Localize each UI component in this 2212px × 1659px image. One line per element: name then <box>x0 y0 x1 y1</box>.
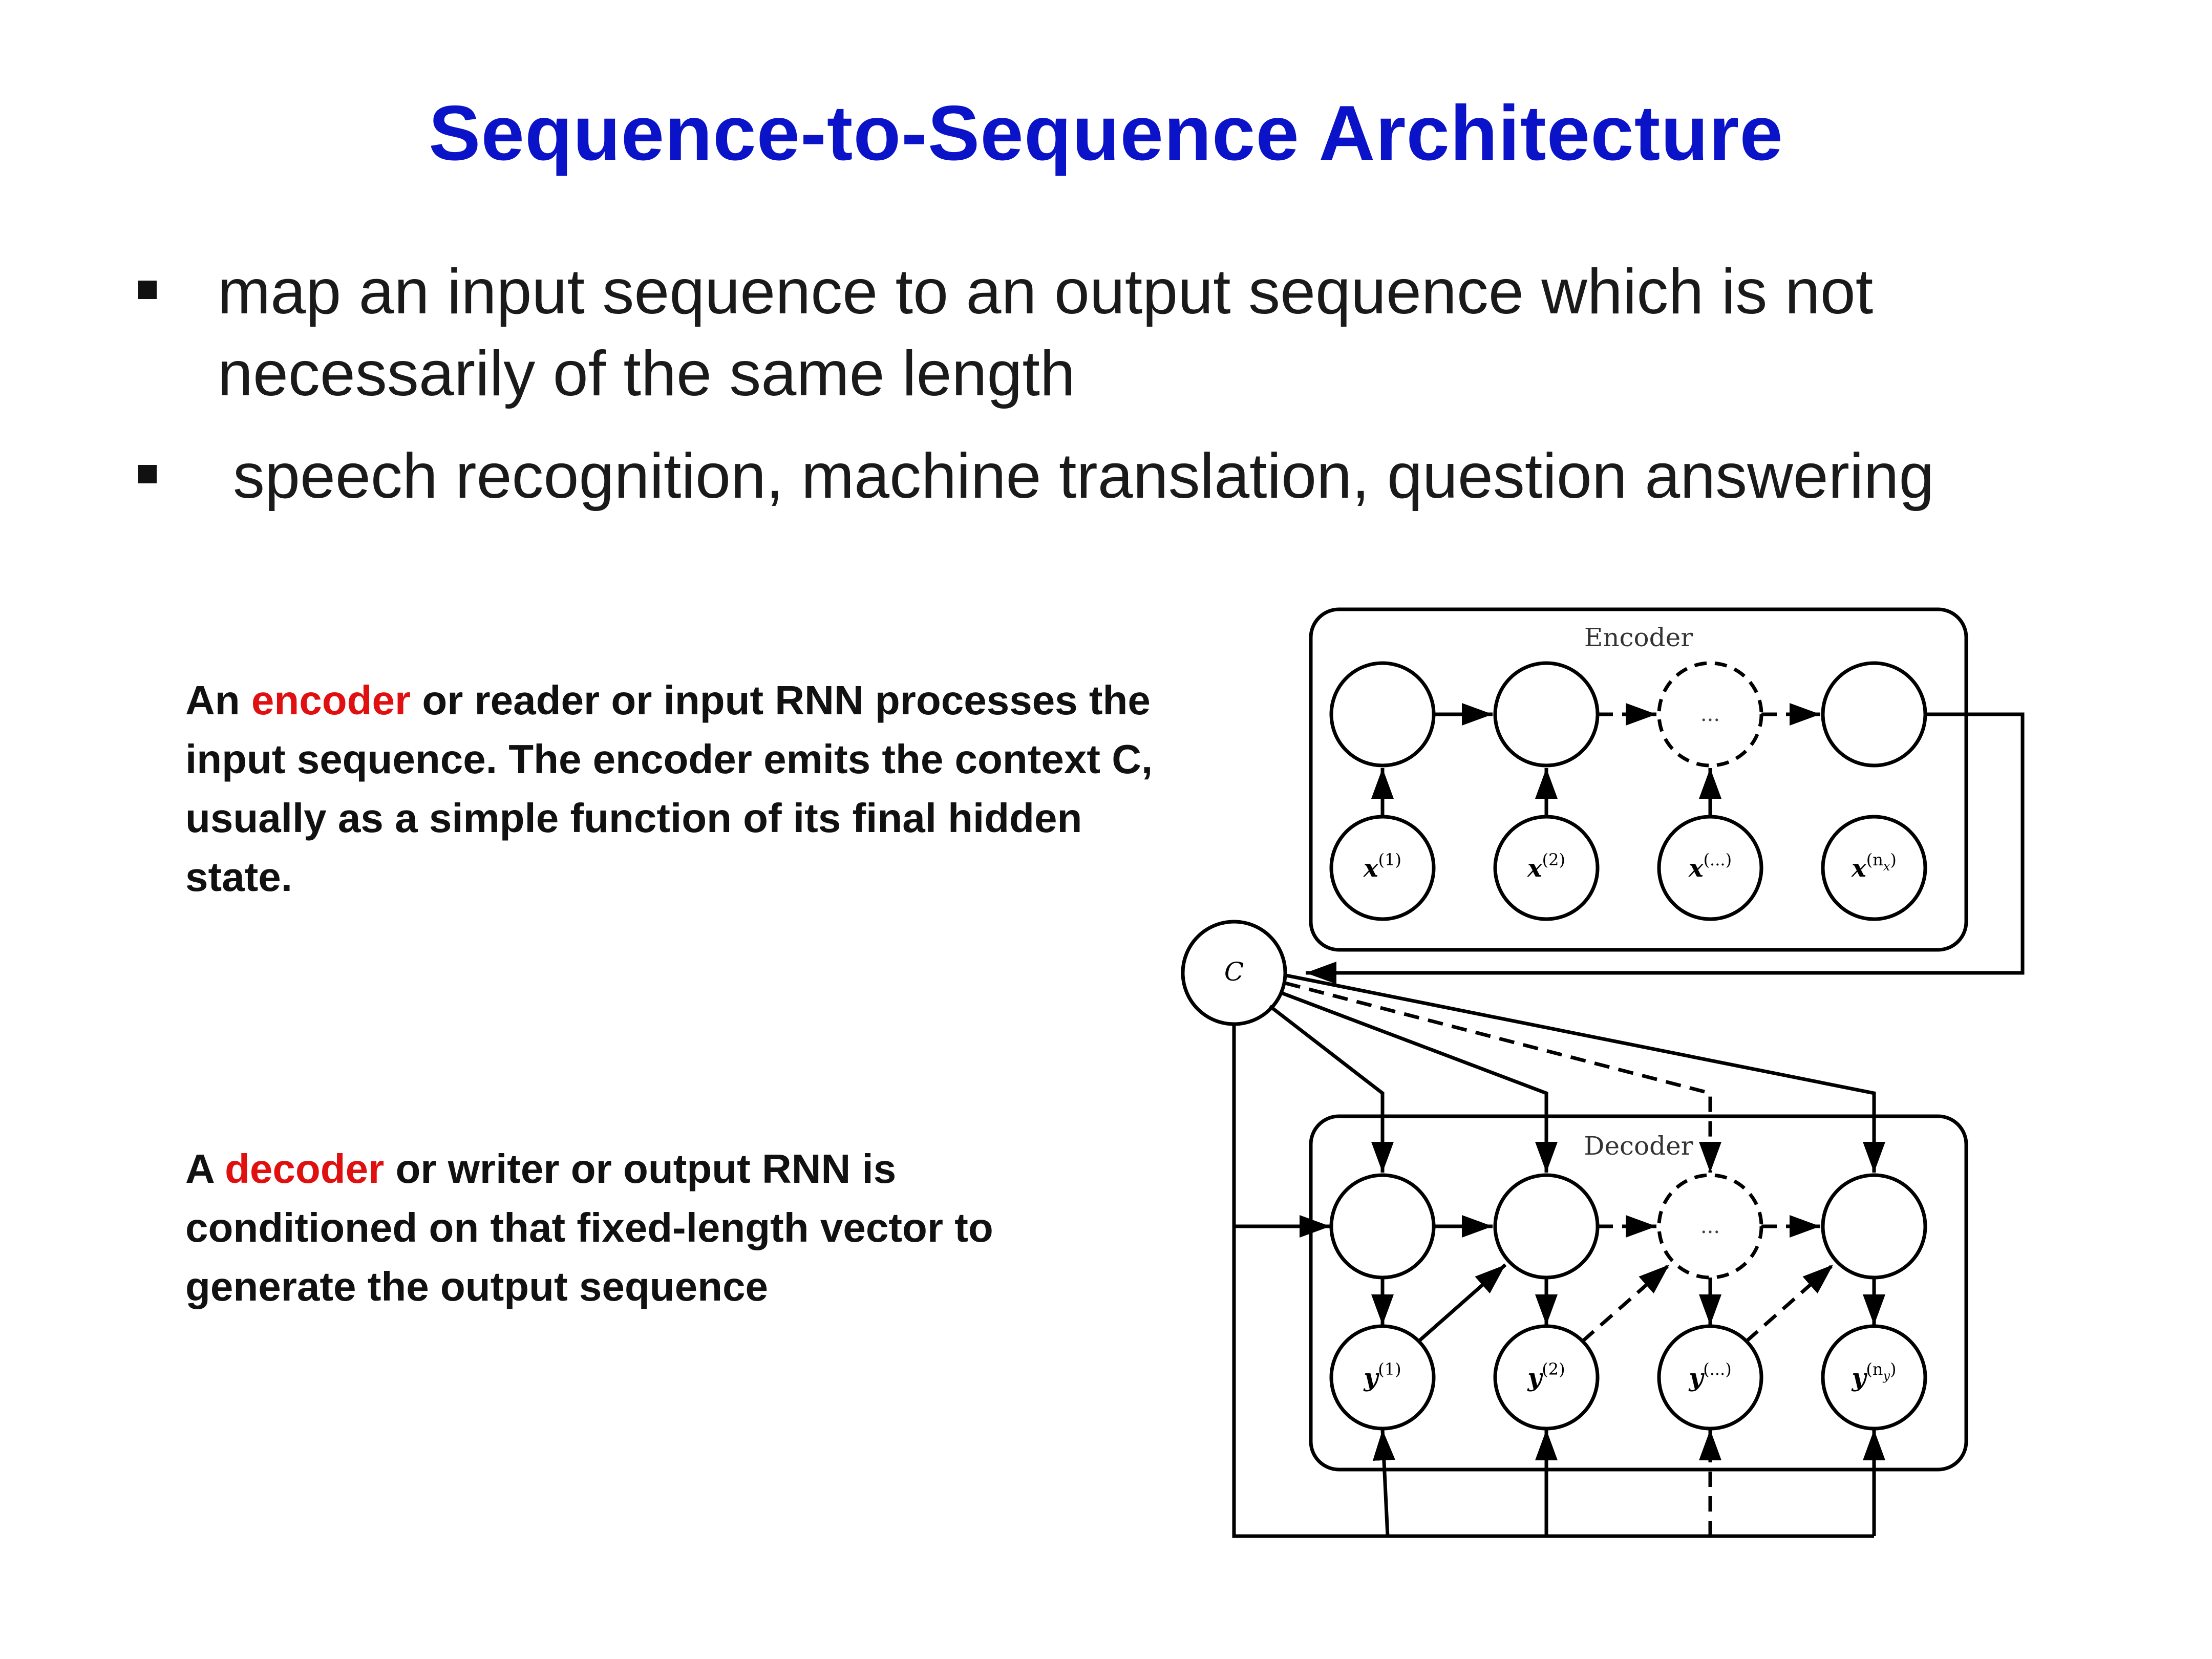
slide-title: Sequence-to-Sequence Architecture <box>429 90 1783 177</box>
output-node <box>1657 1324 1763 1431</box>
encoder-hidden-node <box>1493 661 1600 768</box>
encoder-hidden-node <box>1329 661 1436 768</box>
output-node <box>1821 1324 1927 1431</box>
decoder-hidden-node <box>1821 1173 1927 1280</box>
output-label: y(ny) <box>1851 1359 1896 1392</box>
encoder-prefix: An <box>185 677 251 723</box>
seq2seq-diagram: Encoder ... x(1) x(2) x(...) x(nx) <box>1167 589 2048 1562</box>
encoder-label: Encoder <box>1584 623 1693 652</box>
decoder-box <box>1309 1114 1968 1472</box>
decoder-ellipsis: ... <box>1700 1215 1720 1238</box>
decoder-suffix: or writer or output RNN is conditioned o… <box>185 1146 993 1309</box>
square-bullet-icon <box>138 465 157 483</box>
encoder-ellipsis: ... <box>1700 703 1720 726</box>
bullet-item: map an input sequence to an output seque… <box>138 251 2135 415</box>
encoder-suffix: or reader or input RNN processes the inp… <box>185 677 1153 900</box>
bullet-text: speech recognition, machine translation,… <box>233 441 1934 512</box>
output-label: y(1) <box>1363 1359 1401 1392</box>
decoder-hidden-node <box>1493 1173 1600 1280</box>
input-label: x(...) <box>1688 850 1732 883</box>
square-bullet-icon <box>138 281 157 299</box>
encoder-highlight: encoder <box>251 677 411 723</box>
bullet-list: map an input sequence to an output seque… <box>138 251 2135 538</box>
decoder-prefix: A <box>185 1146 225 1192</box>
seq2seq-diagram-svg: Encoder ... x(1) x(2) x(...) x(nx) <box>1181 607 2025 1538</box>
decoder-description: A decoder or writer or output RNN is con… <box>185 1139 1056 1316</box>
decoder-highlight: decoder <box>225 1146 385 1192</box>
encoder-box <box>1309 607 1968 952</box>
decoder-label: Decoder <box>1584 1131 1693 1161</box>
output-node <box>1329 1324 1436 1431</box>
encoder-description: An encoder or reader or input RNN proces… <box>185 671 1158 906</box>
encoder-hidden-node <box>1821 661 1927 768</box>
output-label: y(2) <box>1527 1359 1565 1392</box>
input-label: x(1) <box>1363 850 1401 883</box>
input-label: x(2) <box>1527 850 1565 883</box>
decoder-hidden-node <box>1329 1173 1436 1280</box>
context-label: C <box>1224 957 1244 987</box>
bullet-text: map an input sequence to an output seque… <box>218 257 1874 409</box>
output-node <box>1493 1324 1600 1431</box>
input-node <box>1821 815 1927 921</box>
bullet-item: speech recognition, machine translation,… <box>138 435 2135 517</box>
output-label: y(...) <box>1688 1359 1731 1392</box>
input-label: x(nx) <box>1851 850 1897 883</box>
